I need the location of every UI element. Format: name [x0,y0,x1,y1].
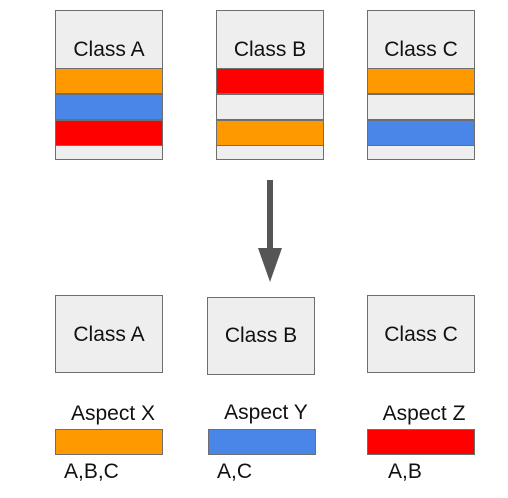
class-a-band-2 [55,94,163,120]
class-a-after-label: Class A [73,323,145,346]
class-c-band-1 [367,68,475,94]
aspect-y-bar [208,429,316,455]
class-c-band-2 [367,94,475,120]
class-b-band-1 [216,68,324,94]
aspect-y-label: Aspect Y [224,401,308,424]
down-arrow-icon [258,180,282,282]
arrow-head [258,248,282,282]
aspect-x-bar [55,429,163,455]
aspect-z-bar [367,429,475,455]
class-c-before-label: Class C [384,38,458,61]
class-a-after-box [55,295,163,373]
class-c-band-3 [367,120,475,146]
aspect-z-label: Aspect Z [382,402,466,425]
class-b-after-label: Class B [224,324,298,347]
class-b-band-2 [216,94,324,120]
class-a-band-1 [55,68,163,94]
arrow-shaft [267,180,273,252]
class-b-band-3 [216,120,324,146]
aspect-z-classes: A,B [388,460,422,483]
class-b-before-label: Class B [233,38,307,61]
class-a-band-3 [55,120,163,146]
aspect-y-classes: A,C [217,460,253,483]
class-b-after-box [207,297,315,375]
aspect-x-classes: A,B,C [64,460,119,483]
aspect-x-label: Aspect X [70,402,156,425]
class-c-after-label: Class C [384,323,458,346]
class-c-after-box [367,295,475,373]
class-a-before-label: Class A [73,38,145,61]
